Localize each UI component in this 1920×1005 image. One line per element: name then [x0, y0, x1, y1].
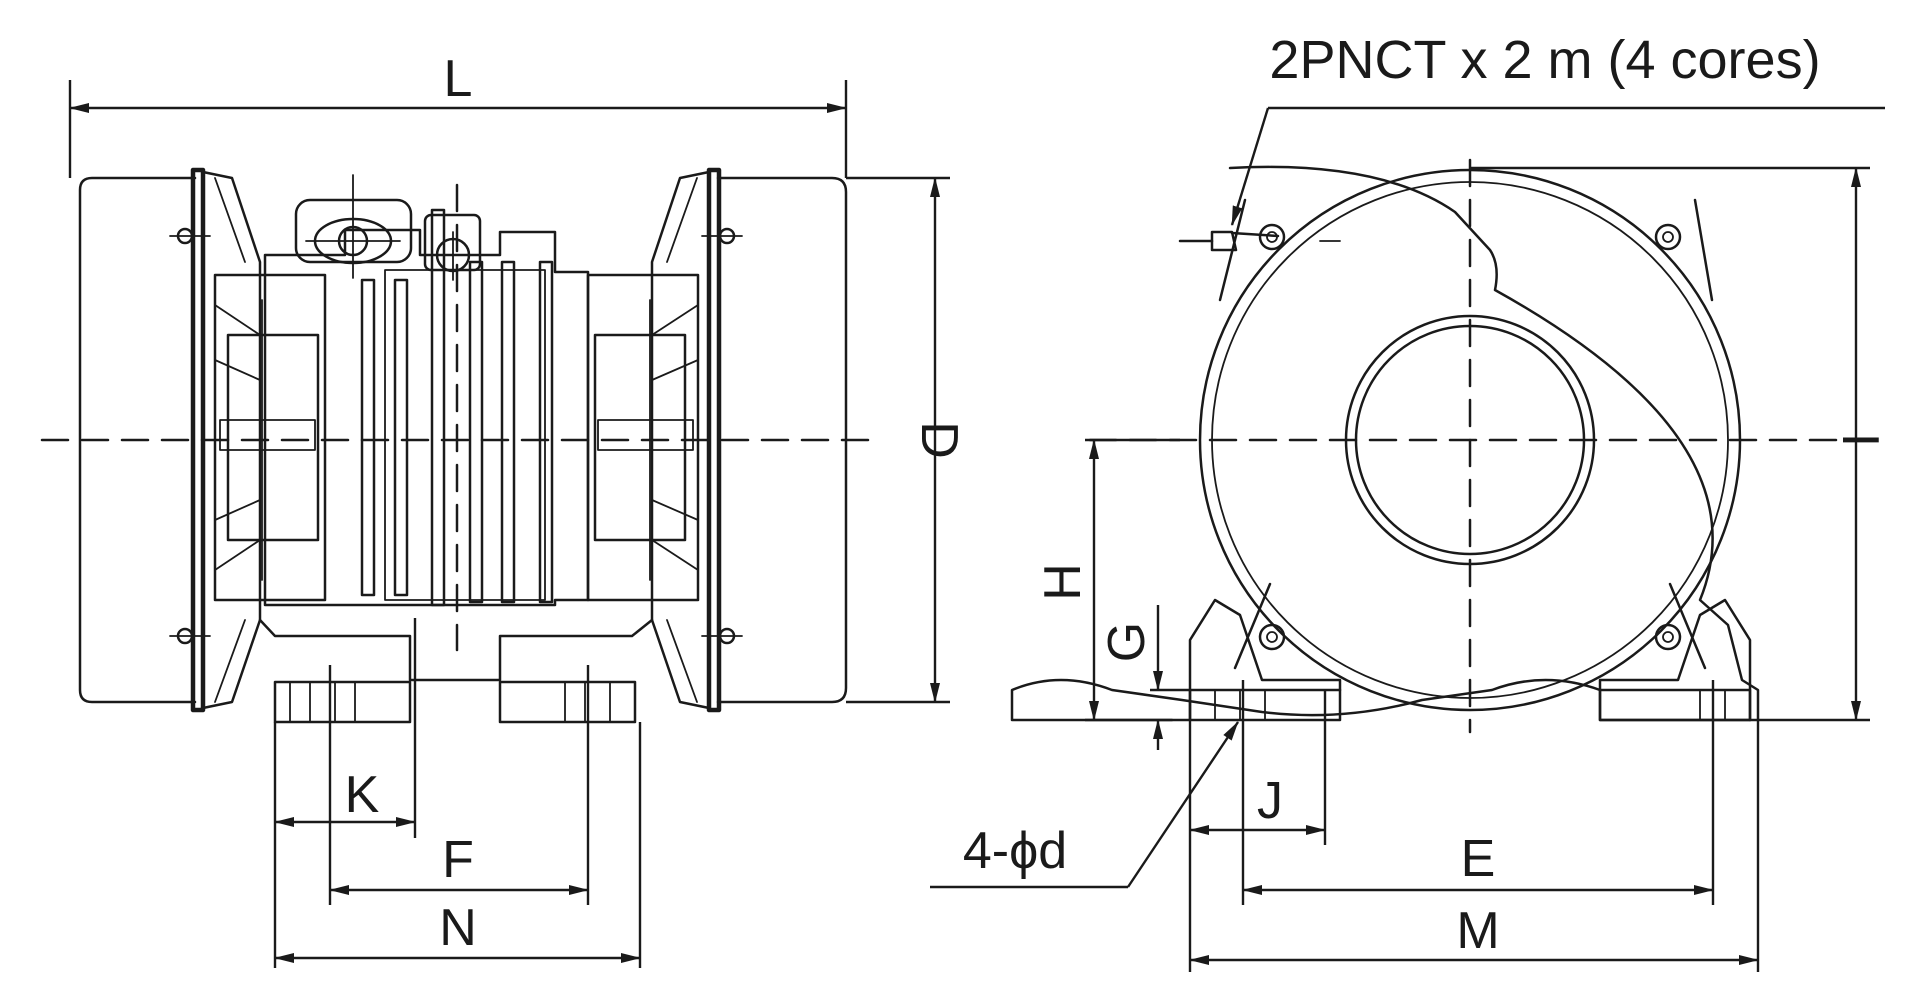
dim-I: I: [1470, 166, 1889, 722]
dim-label-J: J: [1257, 772, 1283, 830]
dim-M: M: [1189, 720, 1760, 972]
front-bolts: [1258, 223, 1682, 651]
dim-label-L: L: [444, 50, 473, 108]
left-weight-assembly: [213, 273, 327, 602]
lower-lugs: [1233, 582, 1707, 670]
dim-label-G: G: [1098, 622, 1156, 662]
front-body-outline: [1010, 165, 1760, 722]
cable-label: 2PNCT x 2 m (4 cores): [1269, 30, 1820, 90]
cable: [1178, 230, 1341, 252]
motor-body: [263, 228, 590, 607]
dim-label-M: M: [1456, 902, 1499, 960]
dim-label-H: H: [1034, 563, 1092, 601]
dim-L: L: [68, 50, 848, 178]
dim-K: K: [273, 618, 417, 968]
dim-E: E: [1241, 680, 1715, 905]
dim-F: F: [328, 665, 590, 905]
dim-H: H: [1034, 438, 1190, 722]
dim-label-F: F: [442, 831, 474, 889]
upper-lugs: [1218, 198, 1714, 302]
dim-G: G: [1098, 605, 1190, 750]
right-flange-plate: [706, 167, 722, 713]
right-weight-assembly: [586, 273, 700, 602]
side-feet: [258, 618, 654, 724]
side-view: L D K F N: [40, 50, 968, 968]
flange-bolts: [169, 227, 743, 645]
dim-label-N: N: [439, 899, 477, 957]
left-end-cover: [78, 176, 197, 704]
dim-label-K: K: [345, 766, 380, 824]
dim-label-E: E: [1461, 830, 1496, 888]
dim-D: D: [846, 176, 968, 704]
front-view: I H G J E: [930, 30, 1889, 972]
holes-leader: 4-ϕd: [930, 721, 1239, 889]
terminal-box: [294, 174, 482, 281]
dim-N: N: [274, 722, 642, 968]
holes-label: 4-ϕd: [963, 822, 1067, 880]
dim-J: J: [1188, 690, 1327, 972]
dim-label-D: D: [910, 421, 968, 459]
dim-label-I: I: [1831, 433, 1889, 447]
cable-leader: 2PNCT x 2 m (4 cores): [1230, 30, 1885, 226]
